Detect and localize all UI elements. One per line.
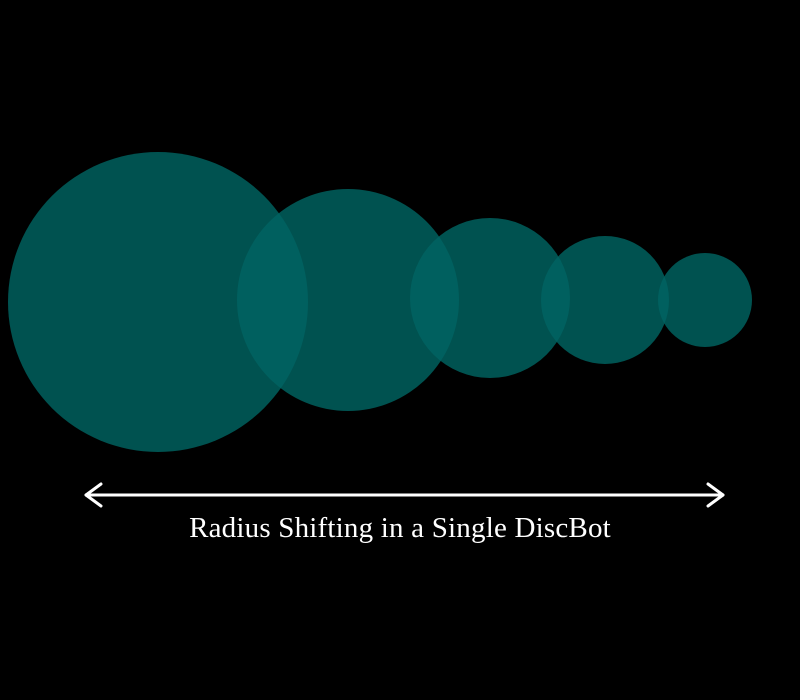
double-arrow-icon xyxy=(84,482,725,508)
overlap-group xyxy=(237,189,669,411)
disc-4 xyxy=(541,236,669,364)
disc-overlap-2-3 xyxy=(410,218,459,378)
arrow-head-left xyxy=(84,482,103,508)
diagram-caption: Radius Shifting in a Single DiscBot xyxy=(189,512,611,544)
disc-1-largest xyxy=(8,152,308,452)
disc-5-smallest xyxy=(658,253,752,347)
disc-overlap-1-2 xyxy=(237,189,308,411)
arrow-head-right xyxy=(706,482,725,508)
